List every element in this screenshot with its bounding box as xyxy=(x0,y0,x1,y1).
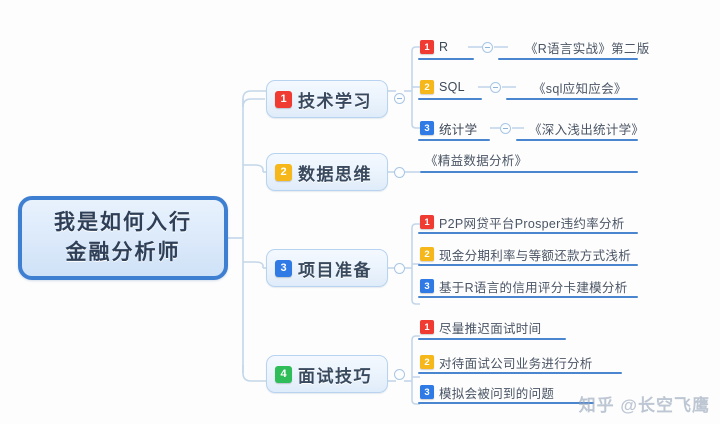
leaf-badge-4-1: 1 xyxy=(420,320,434,334)
leaf-underline-1-2b xyxy=(506,98,638,101)
branch-label-2: 数据思维 xyxy=(298,164,372,184)
leaf-badge-1-2: 2 xyxy=(420,80,434,94)
branch-badge-1: 1 xyxy=(275,90,292,108)
leaf-underline-3-2 xyxy=(418,264,638,267)
branch-badge-2: 2 xyxy=(275,163,292,181)
leaf-label-3-1: P2P网贷平台Prosper违约率分析 xyxy=(439,216,625,231)
leaf-row-1-2[interactable]: 2 SQL xyxy=(420,76,465,98)
leaf-row-1-3[interactable]: 3 统计学 xyxy=(420,117,477,139)
branch-node-2[interactable]: 2 数据思维 xyxy=(266,153,388,191)
root-title-line1: 我是如何入行 xyxy=(54,211,192,235)
leaf-row-4-1[interactable]: 1 尽量推迟面试时间 xyxy=(420,316,541,338)
leaf-label-1-3: 统计学 xyxy=(439,122,478,137)
leaf-underline-4-3 xyxy=(418,402,594,405)
branch-node-1[interactable]: 1 技术学习 xyxy=(266,80,388,118)
branch-label-4: 面试技巧 xyxy=(298,366,372,386)
leaf-badge-3-1: 1 xyxy=(420,215,434,229)
collapse-toggle-1-3[interactable] xyxy=(500,123,511,134)
leaf-underline-1-1a xyxy=(418,58,474,61)
collapse-toggle-branch-3[interactable] xyxy=(394,263,405,274)
leaf-note-text-1-1: 《R语言实战》第二版 xyxy=(525,41,650,56)
collapse-toggle-1-1[interactable] xyxy=(482,42,493,53)
leaf-label-1-1: R xyxy=(439,40,449,54)
branch-badge-3: 3 xyxy=(275,259,292,277)
leaf-underline-4-1 xyxy=(418,338,566,341)
leaf-label-3-3: 基于R语言的信用评分卡建模分析 xyxy=(439,280,628,295)
leaf-row-1-1[interactable]: 1 R xyxy=(420,36,448,58)
leaf-underline-1-1b xyxy=(498,58,638,61)
collapse-toggle-branch-2[interactable] xyxy=(394,167,405,178)
leaf-row-3-3[interactable]: 3 基于R语言的信用评分卡建模分析 xyxy=(420,275,628,297)
leaf-row-3-1[interactable]: 1 P2P网贷平台Prosper违约率分析 xyxy=(420,211,625,233)
collapse-toggle-1-2[interactable] xyxy=(490,82,501,93)
leaf-label-1-2: SQL xyxy=(439,80,465,94)
leaf-note-1-2[interactable]: 《sql应知应会》 xyxy=(528,76,627,98)
leaf-underline-1-3b xyxy=(516,139,638,142)
leaf-label-4-2: 对待面试公司业务进行分析 xyxy=(439,356,593,371)
leaf-note-text-1-3: 《深入浅出统计学》 xyxy=(529,122,645,137)
leaf-underline-1-2a xyxy=(418,98,482,101)
leaf-badge-1-3: 3 xyxy=(420,121,434,135)
leaf-badge-4-3: 3 xyxy=(420,385,434,399)
leaf-badge-1-1: 1 xyxy=(420,40,434,54)
branch-badge-4: 4 xyxy=(275,365,292,383)
leaf-underline-1-3a xyxy=(418,139,490,142)
collapse-toggle-branch-1[interactable] xyxy=(394,93,405,104)
leaf-row-4-3[interactable]: 3 模拟会被问到的问题 xyxy=(420,381,554,403)
branch-label-3: 项目准备 xyxy=(298,260,372,280)
leaf-underline-3-3 xyxy=(418,296,638,299)
watermark: 知乎 @长空飞鹰 xyxy=(578,396,710,415)
root-node[interactable]: 我是如何入行 金融分析师 xyxy=(18,196,228,280)
branch-node-3[interactable]: 3 项目准备 xyxy=(266,249,388,287)
leaf-badge-4-2: 2 xyxy=(420,355,434,369)
leaf-note-1-1[interactable]: 《R语言实战》第二版 xyxy=(520,36,650,58)
branch-node-4[interactable]: 4 面试技巧 xyxy=(266,355,388,393)
leaf-note-1-3[interactable]: 《深入浅出统计学》 xyxy=(524,117,644,139)
leaf-underline-2-1 xyxy=(420,171,638,174)
leaf-note-text-2-1: 《精益数据分析》 xyxy=(425,153,528,168)
leaf-underline-4-2 xyxy=(418,372,622,375)
leaf-row-4-2[interactable]: 2 对待面试公司业务进行分析 xyxy=(420,351,593,373)
leaf-badge-3-3: 3 xyxy=(420,279,434,293)
leaf-label-3-2: 现金分期利率与等额还款方式浅析 xyxy=(439,248,632,263)
leaf-row-3-2[interactable]: 2 现金分期利率与等额还款方式浅析 xyxy=(420,243,631,265)
leaf-underline-3-1 xyxy=(418,232,638,235)
leaf-badge-3-2: 2 xyxy=(420,247,434,261)
leaf-note-text-1-2: 《sql应知应会》 xyxy=(533,81,627,96)
collapse-toggle-branch-4[interactable] xyxy=(394,369,405,380)
branch-label-1: 技术学习 xyxy=(298,91,372,111)
leaf-row-2-1[interactable]: 《精益数据分析》 xyxy=(420,148,527,170)
leaf-label-4-3: 模拟会被问到的问题 xyxy=(439,386,555,401)
leaf-label-4-1: 尽量推迟面试时间 xyxy=(439,321,542,336)
root-title-line2: 金融分析师 xyxy=(65,241,181,264)
